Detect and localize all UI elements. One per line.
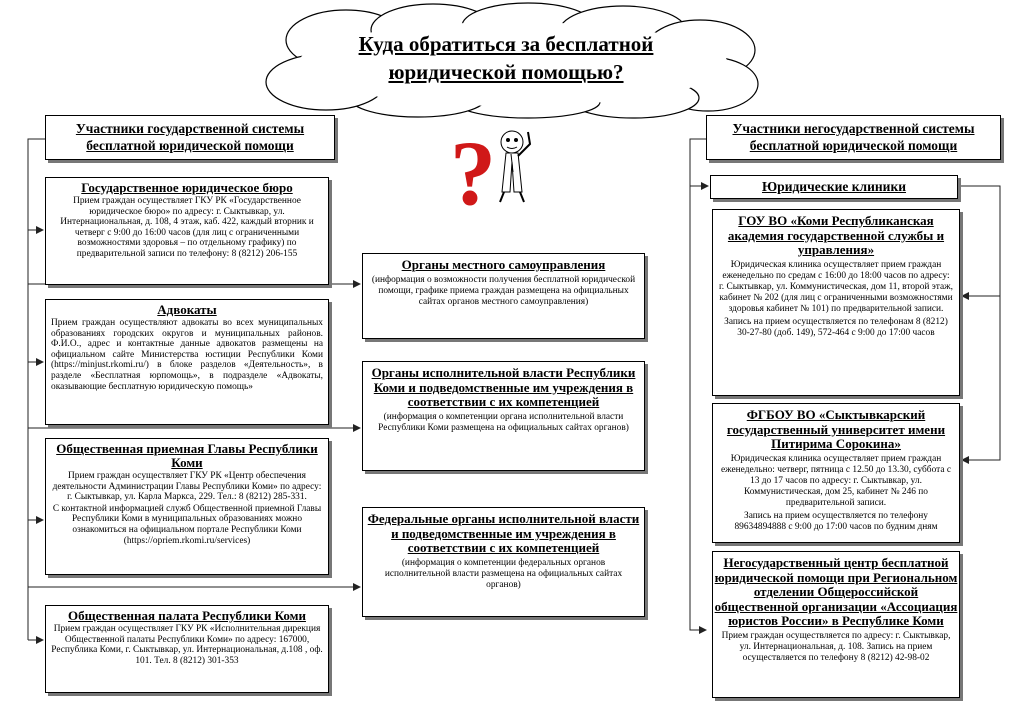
university-card: ФГБОУ ВО «Сыктывкарский государственный … <box>712 403 960 543</box>
card-body: Прием граждан осуществляет ГКУ РК «Госуд… <box>46 196 328 260</box>
card-body: (информация о компетенции органа исполни… <box>363 412 644 434</box>
left-header: Участники государственной системы беспла… <box>45 115 335 160</box>
card-body: Прием граждан осуществляет ГКУ РК «Испол… <box>46 624 328 666</box>
right-header: Участники негосударственной системы бесп… <box>706 115 1001 160</box>
academy-card: ГОУ ВО «Коми Республиканская академия го… <box>712 209 960 396</box>
local-gov-card: Органы местного самоуправления (информац… <box>362 253 645 339</box>
card-title: Федеральные органы исполнительной власти… <box>363 512 644 556</box>
right-trunk-line <box>690 139 706 630</box>
card-body-extra: С контактной информацией служб Обществен… <box>46 504 328 546</box>
clinics-branch-line <box>958 186 1000 460</box>
card-title: Негосударственный центр бесплатной юриди… <box>713 556 959 629</box>
gov-bureau-card: Государственное юридическое бюро Прием г… <box>45 177 329 285</box>
exec-authorities-card: Органы исполнительной власти Республики … <box>362 361 645 471</box>
federal-bodies-card: Федеральные органы исполнительной власти… <box>362 507 645 617</box>
card-body: (информация о компетенции федеральных ор… <box>363 558 644 591</box>
card-body: (информация о возможности получения бесп… <box>363 275 644 308</box>
card-title: Органы исполнительной власти Республики … <box>363 366 644 410</box>
lawyers-card: Адвокаты Прием граждан осуществляют адво… <box>45 299 329 425</box>
card-body: Прием граждан осуществляет ГКУ РК «Центр… <box>46 471 328 503</box>
card-title: Государственное юридическое бюро <box>46 181 328 195</box>
card-body-extra: Запись на прием осуществляется по телефо… <box>713 511 959 533</box>
card-title: ФГБОУ ВО «Сыктывкарский государственный … <box>713 408 959 452</box>
card-body: Прием граждан осуществляют адвокаты во в… <box>46 318 328 392</box>
lawyers-association-card: Негосударственный центр бесплатной юриди… <box>712 551 960 698</box>
card-body: Юридическая клиника осуществляет прием г… <box>713 454 959 509</box>
svg-text:?: ? <box>450 122 496 208</box>
public-chamber-card: Общественная палата Республики Коми Прие… <box>45 605 329 693</box>
card-body: Прием граждан осуществляется по адресу: … <box>713 631 959 664</box>
card-body-extra: Запись на прием осуществляется по телефо… <box>713 317 959 339</box>
card-title: Адвокаты <box>46 303 328 317</box>
card-body: Юридическая клиника осуществляет прием г… <box>713 260 959 315</box>
page-title: Куда обратиться за бесплатной юридическо… <box>322 30 690 86</box>
card-title: Общественная приемная Главы Республики К… <box>46 442 328 470</box>
card-title: ГОУ ВО «Коми Республиканская академия го… <box>713 214 959 258</box>
public-reception-card: Общественная приемная Главы Республики К… <box>45 438 329 575</box>
left-trunk-line <box>28 139 45 640</box>
card-title: Органы местного самоуправления <box>363 258 644 273</box>
thinking-figure-icon: ? <box>448 122 548 208</box>
clinics-header: Юридические клиники <box>710 175 958 199</box>
card-title: Общественная палата Республики Коми <box>46 609 328 623</box>
